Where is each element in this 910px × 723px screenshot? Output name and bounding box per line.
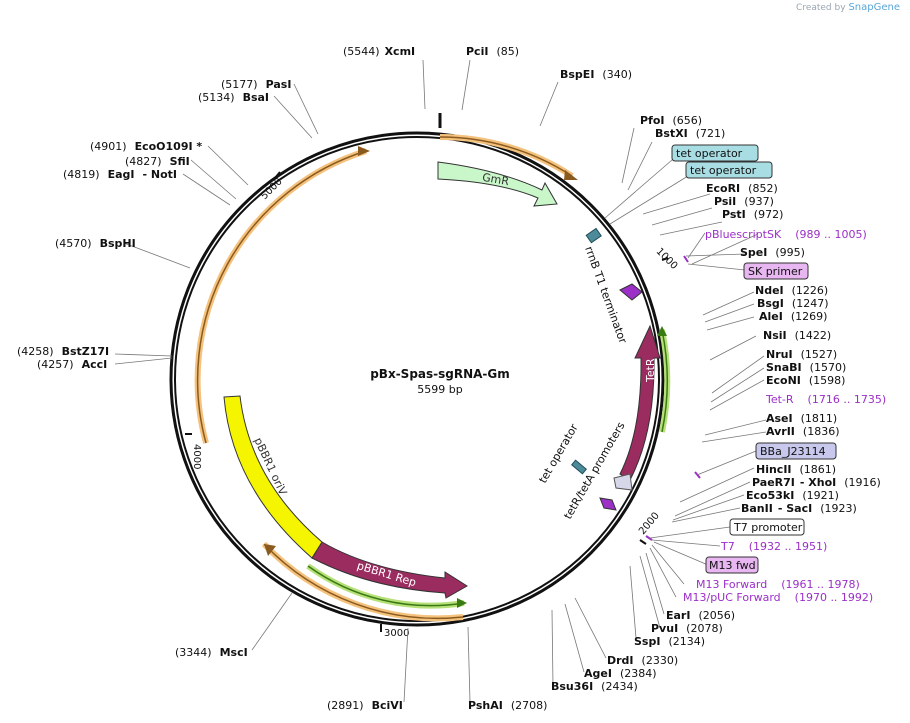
site-bsgi: BsgI(1247) [757, 297, 828, 310]
site-sfii: (4827)SfiI [125, 155, 190, 168]
site-alei: AleI(1269) [759, 310, 827, 323]
snapgene-logo: SnapGene [848, 2, 900, 13]
site-bspei: BspEI(340) [560, 68, 632, 81]
promoter-glyph-2 [599, 497, 617, 511]
feature-box-sk-primer: SK primer [743, 262, 809, 280]
site-ndei: NdeI(1226) [755, 284, 828, 297]
tet-operator-glyph-1 [585, 227, 602, 244]
site-pcii: PciI(85) [466, 45, 519, 58]
tick-4000: 4000 [191, 444, 202, 469]
site-spei: SpeI(995) [740, 246, 805, 259]
svg-text:BBa_J23114: BBa_J23114 [760, 445, 826, 458]
site-bsai: (5134)BsaI [198, 91, 269, 104]
feature-box-tet-operator-2: tet operator [685, 161, 773, 179]
site-hincii: HincII(1861) [756, 463, 836, 476]
credit-prefix: Created by [796, 3, 846, 13]
gmr-arrow [437, 161, 558, 207]
site-sspi: SspI(2134) [634, 635, 705, 648]
feature-pbluescriptsk: pBluescriptSK(989 .. 1005) [705, 228, 867, 241]
feature-box-m13-fwd: M13 fwd [705, 556, 759, 574]
gmr-label: GmR [481, 171, 510, 189]
site-paer7i: PaeR7I- XhoI(1916) [752, 476, 881, 489]
tet-operator-inner-label: tet operator [536, 421, 581, 485]
feature-box-t7-promoter: T7 promoter [729, 518, 805, 536]
rrnb-terminator-label: rrnB T1 terminator [582, 245, 629, 346]
svg-text:tet operator: tet operator [690, 164, 757, 177]
orf-arrowhead-bottom [264, 544, 276, 556]
site-bstz17i: (4258)BstZ17I [17, 345, 109, 358]
site-pvui: PvuI(2078) [651, 622, 723, 635]
site-agei: AgeI(2384) [584, 667, 657, 680]
feature-t7: T7(1932 .. 1951) [720, 540, 827, 553]
pbbr1rep-arrow [311, 541, 468, 599]
site-eco53ki: Eco53kI(1921) [746, 489, 839, 502]
feature-m13-forward: M13 Forward(1961 .. 1978) [696, 578, 860, 591]
snapgene-credit: Created by SnapGene [796, 2, 900, 13]
orf-arrowhead-left [358, 146, 370, 156]
site-pshai: PshAI(2708) [468, 699, 547, 712]
site-psii: PsiI(937) [714, 195, 774, 208]
tick-2000: 2000 [637, 511, 662, 538]
site-bsu36i: Bsu36I(2434) [551, 680, 638, 693]
site-asei: AseI(1811) [766, 412, 837, 425]
orf-arc-left [194, 148, 367, 444]
site-xcmi: (5544)XcmI [343, 45, 415, 58]
site-pasi: (5177)PasI [221, 78, 291, 91]
site-drdi: DrdI(2330) [607, 654, 678, 667]
site-eari: EarI(2056) [666, 609, 735, 622]
rrnb-terminator-glyph [619, 283, 643, 301]
svg-text:T7 promoter: T7 promoter [733, 521, 803, 534]
svg-text:SK primer: SK primer [748, 265, 803, 278]
oriv-arrow [223, 395, 323, 559]
site-banii: BanII- SacI(1923) [741, 502, 857, 515]
site-bsphi: (4570)BspHI [55, 237, 136, 250]
site-avrii: AvrII(1836) [766, 425, 839, 438]
backbone-outer [169, 131, 665, 627]
site-ecori: EcoRI(852) [706, 182, 778, 195]
feature-box-tet-operator-1: tet operator [671, 144, 759, 162]
plasmid-length: 5599 bp [417, 383, 462, 396]
svg-text:M13 fwd: M13 fwd [709, 559, 756, 572]
plasmid-name: pBx-Spas-sgRNA-Gm [370, 367, 510, 381]
orf-arrowhead-gmr [564, 170, 578, 180]
site-nsii: NsiI(1422) [763, 329, 831, 342]
site-psti: PstI(972) [722, 208, 783, 221]
feature-box-bba-j23114: BBa_J23114 [755, 442, 837, 460]
site-econi: EcoNI(1598) [766, 374, 845, 387]
tetr-label: TetR [644, 358, 657, 383]
site-eagi: (4819)EagI- NotI [63, 168, 177, 181]
site-msci: (3344)MscI [175, 646, 248, 659]
tetr-tetA-promoter-glyph [613, 473, 633, 491]
site-nrui: NruI(1527) [766, 348, 837, 361]
tick-3000: 3000 [384, 628, 409, 639]
leader-lines [114, 59, 767, 703]
site-snabi: SnaBI(1570) [766, 361, 846, 374]
site-ecoo109i: (4901)EcoO109I * [90, 140, 202, 153]
tetr-arrow [619, 324, 661, 481]
site-bcivi: (2891)BciVI [327, 699, 403, 712]
site-bstxi: BstXI(721) [655, 127, 725, 140]
feature-tet-r: Tet-R(1716 .. 1735) [765, 393, 886, 406]
svg-text:tet operator: tet operator [676, 147, 743, 160]
site-acci: (4257)AccI [37, 358, 107, 371]
site-pfoi: PfoI(656) [640, 114, 702, 127]
tet-operator-glyph-2 [571, 459, 587, 475]
feature-m13-puc-forward: M13/pUC Forward(1970 .. 1992) [683, 591, 873, 604]
backbone-inner [174, 136, 660, 622]
